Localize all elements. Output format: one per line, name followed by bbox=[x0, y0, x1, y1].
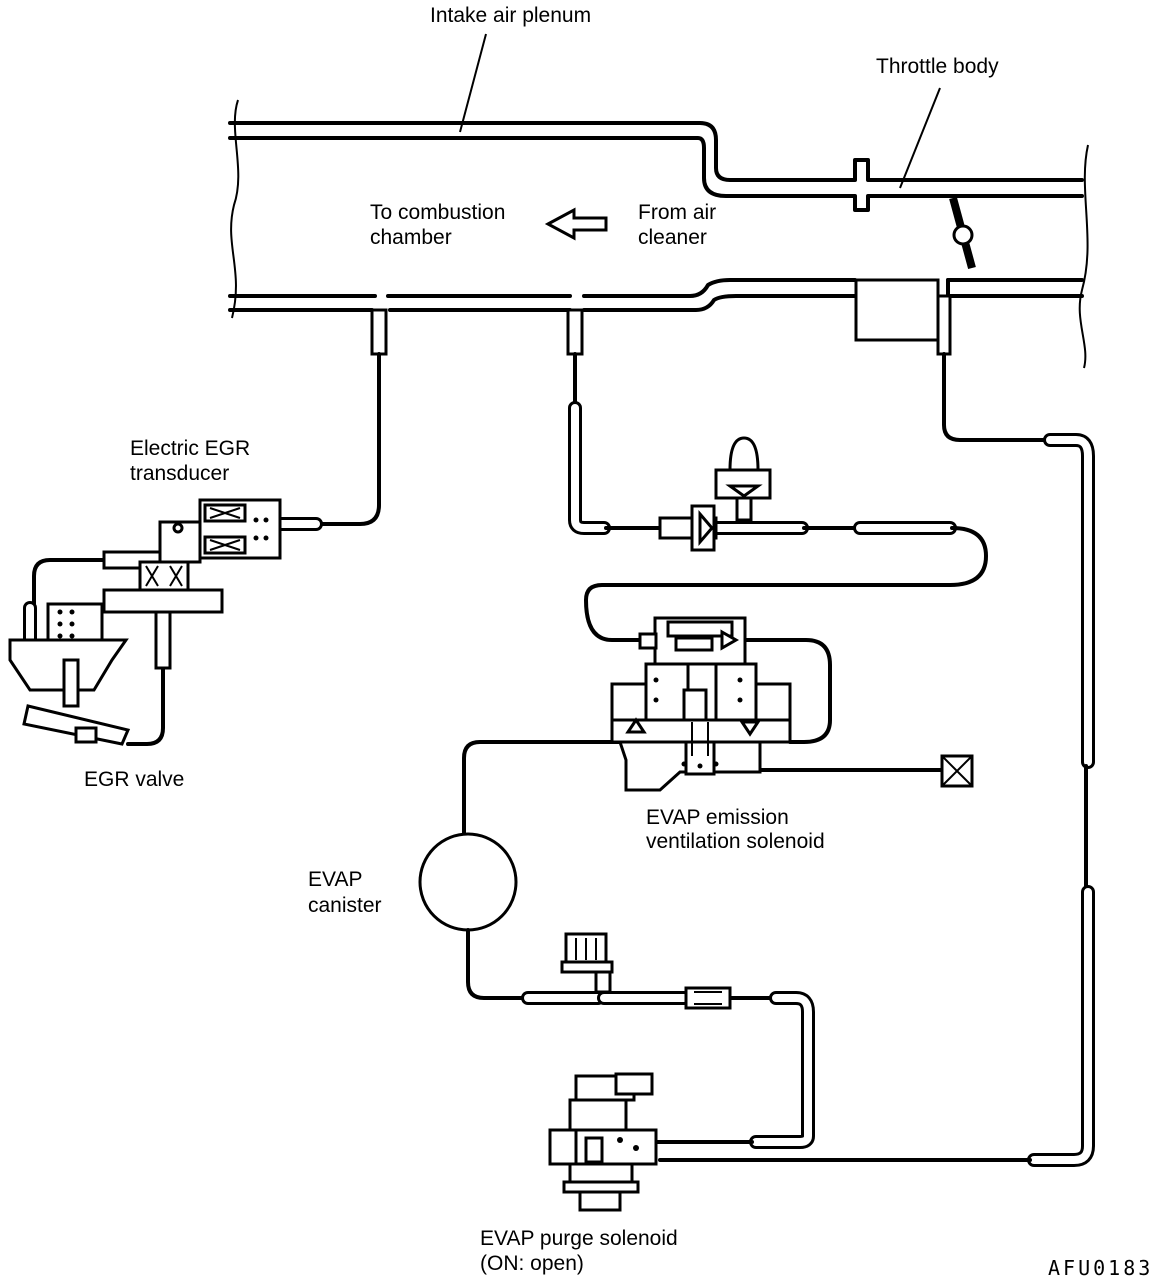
from-air-cleaner-label-line2: cleaner bbox=[638, 226, 707, 249]
electric-egr-transducer bbox=[102, 498, 282, 670]
evap-vent-solenoid-label-line2: ventilation solenoid bbox=[646, 830, 825, 853]
egr-transducer-label-line2: transducer bbox=[130, 462, 230, 485]
evap-ventilation-solenoid bbox=[610, 616, 974, 792]
plenum-leader bbox=[459, 33, 487, 133]
evap-purge-solenoid-label-line2: (ON: open) bbox=[480, 1252, 584, 1275]
intake-air-plenum-label: Intake air plenum bbox=[430, 4, 592, 27]
purge-return-hose bbox=[658, 352, 1095, 1167]
egr-valve-label: EGR valve bbox=[84, 768, 185, 791]
flow-direction-arrow bbox=[544, 207, 608, 241]
figure-code: AFU0183 bbox=[1048, 1256, 1154, 1280]
intake-air-plenum bbox=[228, 99, 1089, 369]
egr-valve bbox=[8, 602, 131, 746]
throttle-shaft bbox=[952, 224, 974, 246]
purge-hoses bbox=[521, 932, 815, 1149]
evap-canister-label-line1: EVAP bbox=[308, 868, 363, 891]
evap-purge-solenoid-label-line1: EVAP purge solenoid bbox=[480, 1227, 678, 1250]
throttle-leader bbox=[899, 87, 941, 189]
vent-vacuum-port bbox=[566, 308, 584, 356]
vent-check-valve bbox=[658, 436, 772, 552]
to-combustion-label-line1: To combustion bbox=[370, 201, 506, 224]
evap-vent-solenoid-label-line1: EVAP emission bbox=[646, 806, 789, 829]
from-air-cleaner-label-line1: From air bbox=[638, 201, 717, 224]
evap-canister bbox=[418, 832, 524, 1000]
evap-canister-label-line2: canister bbox=[308, 894, 382, 917]
evap-purge-solenoid bbox=[548, 1072, 658, 1212]
throttle-body-label: Throttle body bbox=[876, 55, 999, 78]
egr-vacuum-port bbox=[370, 308, 388, 356]
to-combustion-label-line2: chamber bbox=[370, 226, 452, 249]
vent-hoses bbox=[462, 352, 988, 840]
purge-vacuum-port bbox=[936, 294, 952, 356]
egr-transducer-label-line1: Electric EGR bbox=[130, 437, 251, 460]
throttle-body-bypass bbox=[854, 278, 940, 342]
